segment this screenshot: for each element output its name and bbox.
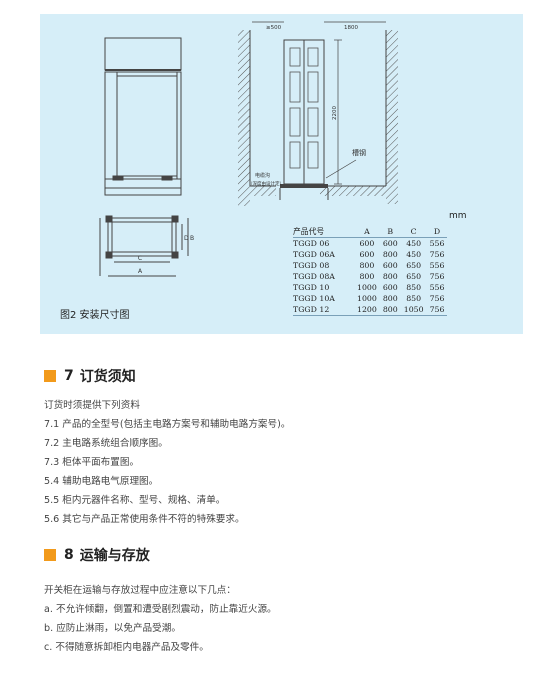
table-cell: 756 (426, 304, 448, 316)
section-8-intro: 开关柜在运输与存放过程中应注意以下几点： (44, 585, 236, 596)
table-header-cell: D (426, 226, 448, 238)
table-cell: 556 (429, 261, 445, 270)
table-row: TGGD 08A 800 800 650 756 (293, 271, 447, 282)
figure-caption: 图2 安装尺寸图 (60, 310, 130, 321)
installation-drawing: C A D B (99, 21, 398, 277)
cable-trench-note: （深度由设计定） (248, 180, 284, 187)
cabinet-plan-view (99, 215, 189, 277)
table-cell: 850 (406, 283, 422, 292)
table-cell: 450 (406, 239, 422, 248)
section-7-item: 5.4 辅助电路电气原理图。 (44, 476, 159, 487)
table-row: TGGD 06A 600 800 450 756 (293, 249, 447, 260)
cable-trench-label: 电缆沟 (255, 172, 270, 179)
section-8-heading: 8 运输与存放 (44, 545, 150, 565)
cabinet-front-view (104, 37, 182, 196)
table-cell: 556 (429, 239, 445, 248)
section-8-number: 8 (64, 547, 74, 563)
table-cell: TGGD 08A (293, 272, 335, 281)
table-cell: 1200 (354, 304, 380, 316)
section-8-item: a. 不允许倾翻，倒置和遭受剧烈震动，防止靠近火源。 (44, 604, 277, 615)
table-cell: 600 (359, 250, 375, 259)
table-cell: 650 (406, 272, 422, 281)
table-cell: 756 (429, 294, 445, 303)
section-7-number: 7 (64, 368, 74, 384)
section-marker-icon (44, 549, 56, 561)
table-row: TGGD 08 800 600 650 556 (293, 260, 447, 271)
table-cell: 800 (359, 272, 375, 281)
table-cell: TGGD 08 (293, 261, 330, 270)
table-cell: 1050 (400, 304, 427, 316)
dim-a-label: A (138, 268, 143, 275)
table-header-row: 产品代号 A B C D (293, 226, 448, 238)
section-8-item: b. 应防止淋雨，以免产品受潮。 (44, 623, 181, 634)
section-7-item: 7.1 产品的全型号(包括主电路方案号和辅助电路方案号)。 (44, 419, 291, 430)
table-cell: 850 (406, 294, 422, 303)
installation-figure: C A D B (40, 14, 523, 334)
table-header-cell: 产品代号 (293, 226, 354, 238)
dimension-table: 产品代号 A B C D TGGD 06 600 600 450 556 TGG… (293, 226, 448, 316)
section-7-title: 订货须知 (79, 369, 136, 385)
table-cell: 1000 (357, 283, 377, 292)
table-cell: TGGD 06 (293, 239, 330, 248)
table-cell: 600 (382, 283, 398, 292)
table-cell: 800 (382, 294, 398, 303)
table-cell: 600 (382, 239, 398, 248)
table-cell: 800 (379, 304, 401, 316)
table-cell: 756 (429, 272, 445, 281)
table-header-cell: A (354, 226, 380, 238)
table-header-cell: B (379, 226, 401, 238)
section-7-item: 7.3 柜体平面布置图。 (44, 457, 140, 468)
table-row: TGGD 12 1200 800 1050 756 (293, 304, 448, 316)
unit-label: mm (449, 211, 467, 221)
table-cell: 600 (359, 239, 375, 248)
section-7-item: 5.5 柜内元器件名称、型号、规格、清单。 (44, 495, 226, 506)
section-7-item: 5.6 其它与产品正常使用条件不符的特殊要求。 (44, 514, 245, 525)
cabinet-side-view (238, 21, 398, 206)
table-cell: 450 (406, 250, 422, 259)
table-cell: TGGD 06A (293, 250, 335, 259)
table-header-cell: C (400, 226, 427, 238)
height-label: 2200 (332, 106, 338, 120)
table-cell: 600 (382, 261, 398, 270)
section-8-title: 运输与存放 (79, 548, 150, 564)
table-cell: 800 (382, 272, 398, 281)
table-cell: 1000 (357, 294, 377, 303)
table-cell: 756 (429, 250, 445, 259)
wall-gap-label: ≥500 (266, 25, 282, 31)
table-cell: 800 (359, 261, 375, 270)
dim-d-label: D (184, 235, 189, 242)
table-cell: 650 (406, 261, 422, 270)
section-7-intro: 订货时须提供下列资料 (44, 400, 140, 411)
table-cell: 556 (429, 283, 445, 292)
table-cell: TGGD 10A (293, 294, 335, 303)
depth-label: 1800 (344, 25, 358, 31)
section-7-item: 7.2 主电路系统组合顺序图。 (44, 438, 168, 449)
table-cell: TGGD 10 (293, 283, 330, 292)
section-marker-icon (44, 370, 56, 382)
table-cell: 800 (382, 250, 398, 259)
section-7-heading: 7 订货须知 (44, 366, 136, 386)
dim-b-label: B (190, 235, 194, 242)
dim-c-label: C (138, 255, 142, 262)
table-row: TGGD 10A 1000 800 850 756 (293, 293, 447, 304)
channel-steel-label: 槽钢 (352, 148, 366, 157)
section-8-item: c. 不得随意拆卸柜内电器产品及零件。 (44, 642, 209, 653)
table-row: TGGD 06 600 600 450 556 (293, 238, 447, 250)
table-row: TGGD 10 1000 600 850 556 (293, 282, 447, 293)
table-cell: TGGD 12 (293, 304, 354, 316)
